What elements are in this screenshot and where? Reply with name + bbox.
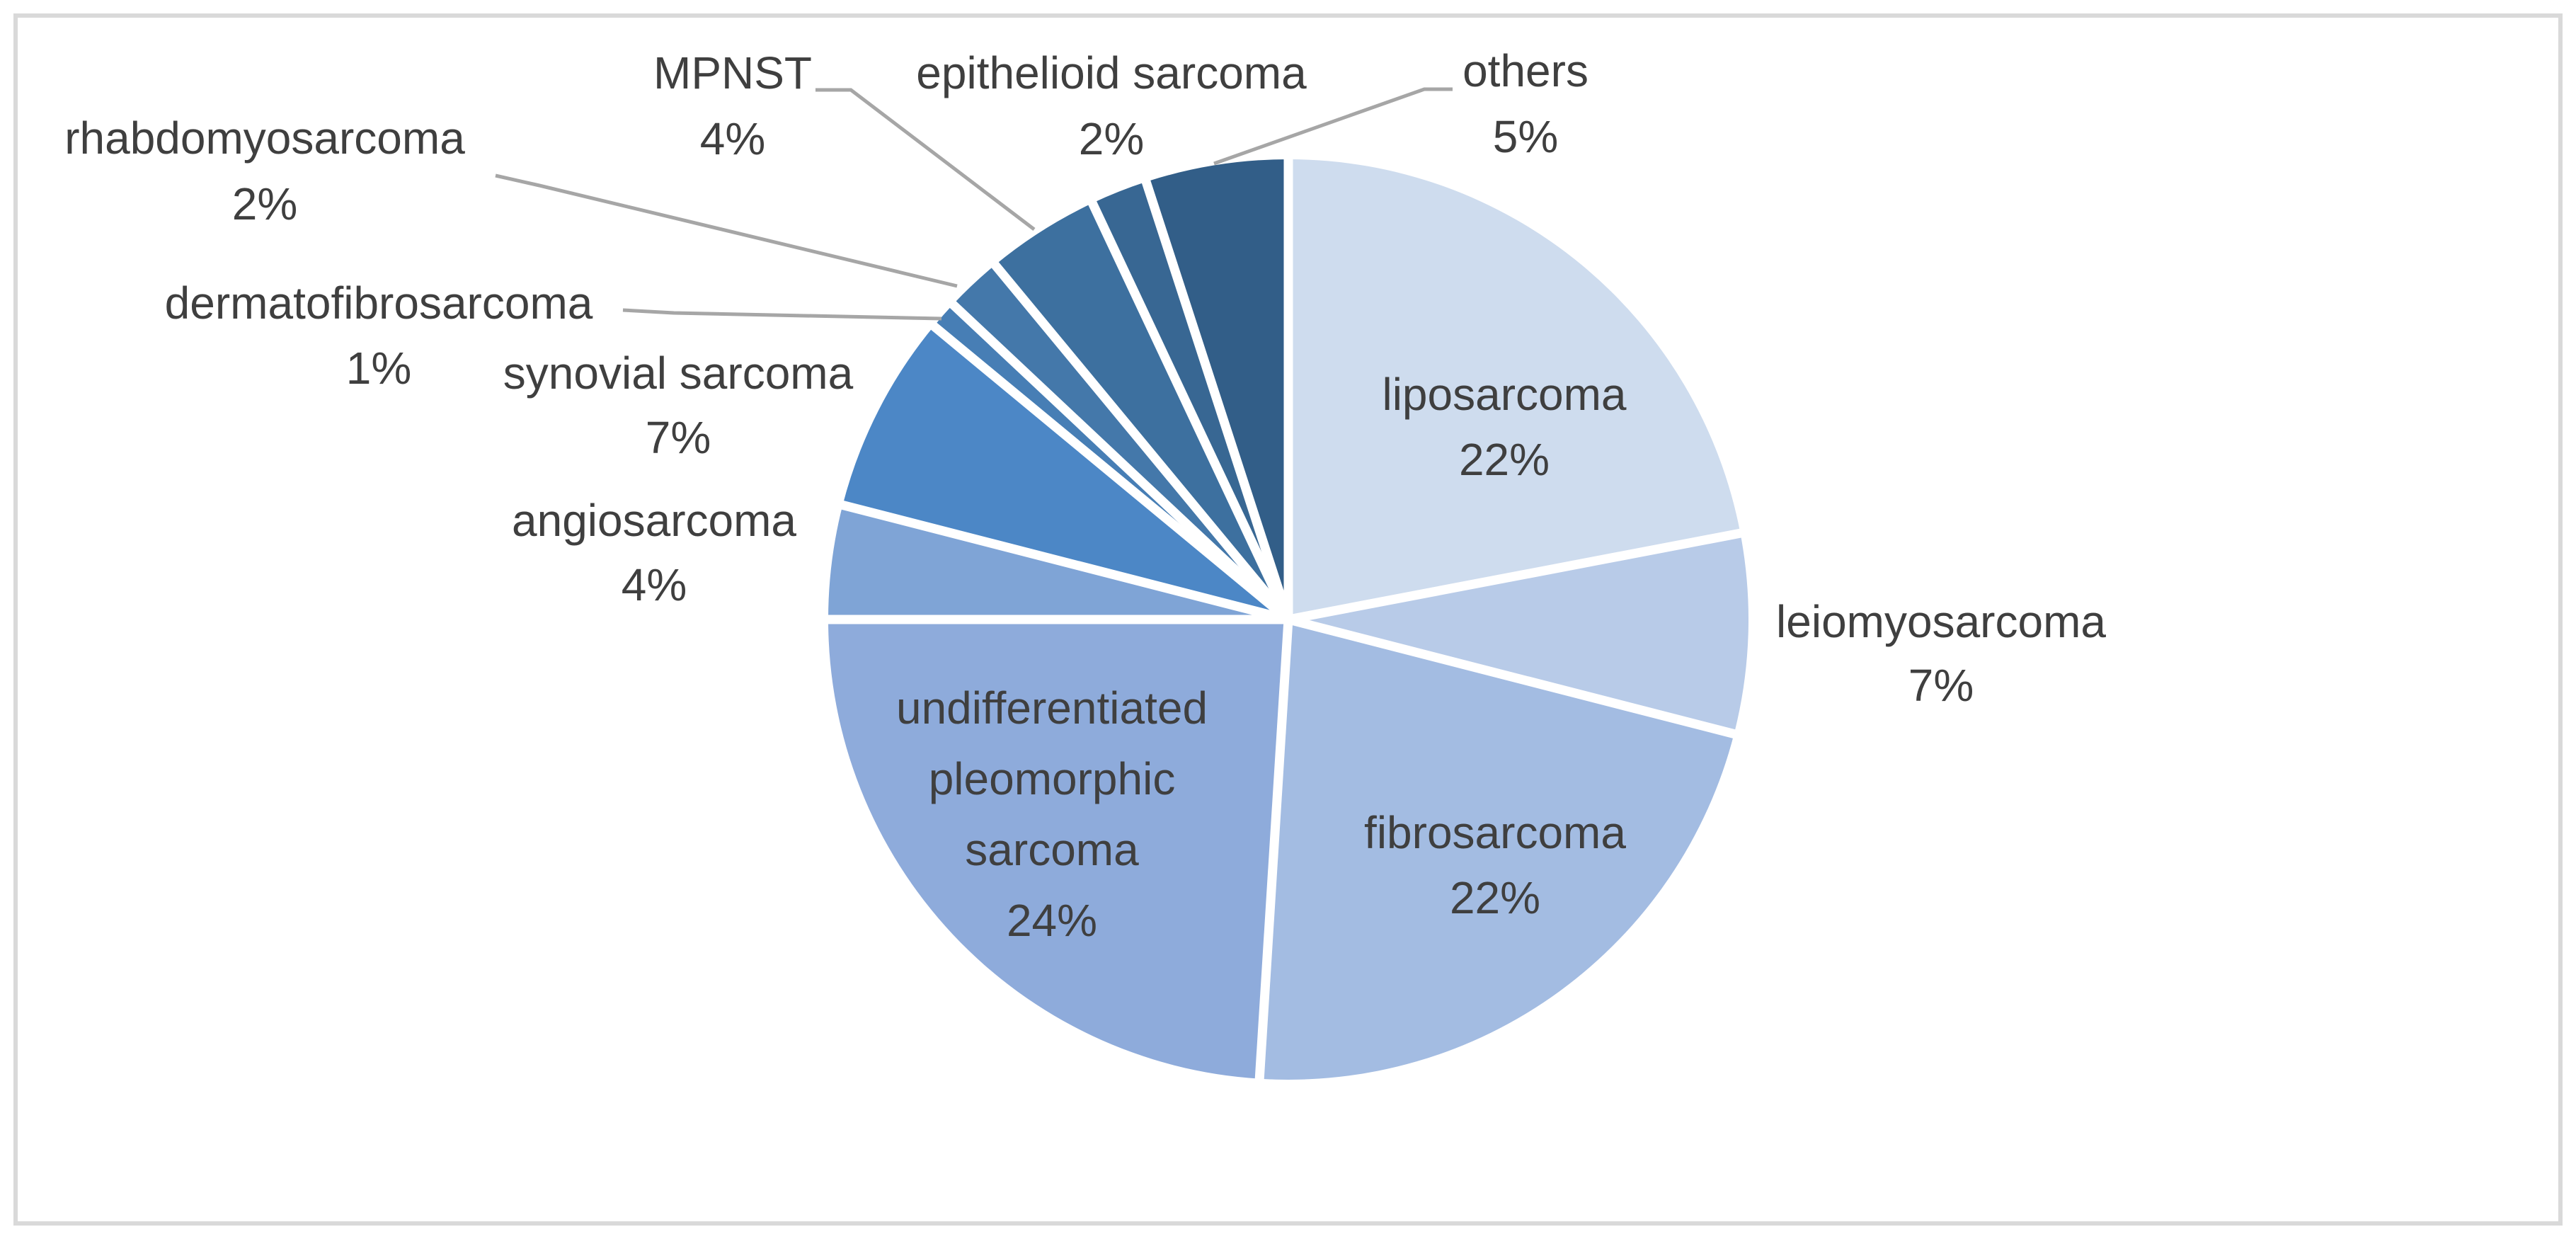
slice-separator xyxy=(1254,619,1293,1081)
leader-line-rhabdomyosarcoma xyxy=(495,173,958,288)
slice-separator xyxy=(949,299,1292,623)
pie-slice-mpnst[interactable] xyxy=(995,202,1288,620)
slice-separator xyxy=(990,261,1293,623)
leader-lines xyxy=(495,87,1453,321)
pie-slice-leiomyosarcoma[interactable] xyxy=(1288,533,1749,734)
pie-slice-fibrosarcoma[interactable] xyxy=(1259,620,1734,1080)
slice-separator xyxy=(1287,528,1743,624)
slice-separators xyxy=(827,158,1743,1081)
leader-line-others xyxy=(1213,87,1453,166)
slice-separator xyxy=(1087,200,1293,622)
pie-slice-undifferentiated-pleomorphic-sarcoma[interactable] xyxy=(828,620,1288,1079)
pie-slice-synovial-sarcoma[interactable] xyxy=(842,326,1288,620)
leader-line-dermatofibrosarcoma xyxy=(622,308,942,321)
slice-separator xyxy=(1287,615,1737,739)
leader-line-mpnst xyxy=(815,88,1036,231)
pie-slice-liposarcoma[interactable] xyxy=(1288,159,1741,620)
pie-slice-rhabdomyosarcoma[interactable] xyxy=(953,265,1288,620)
slice-separator xyxy=(929,321,1292,624)
slice-separator xyxy=(840,500,1290,624)
slice-separator xyxy=(1141,178,1293,622)
chart-area-border xyxy=(13,13,2563,1226)
